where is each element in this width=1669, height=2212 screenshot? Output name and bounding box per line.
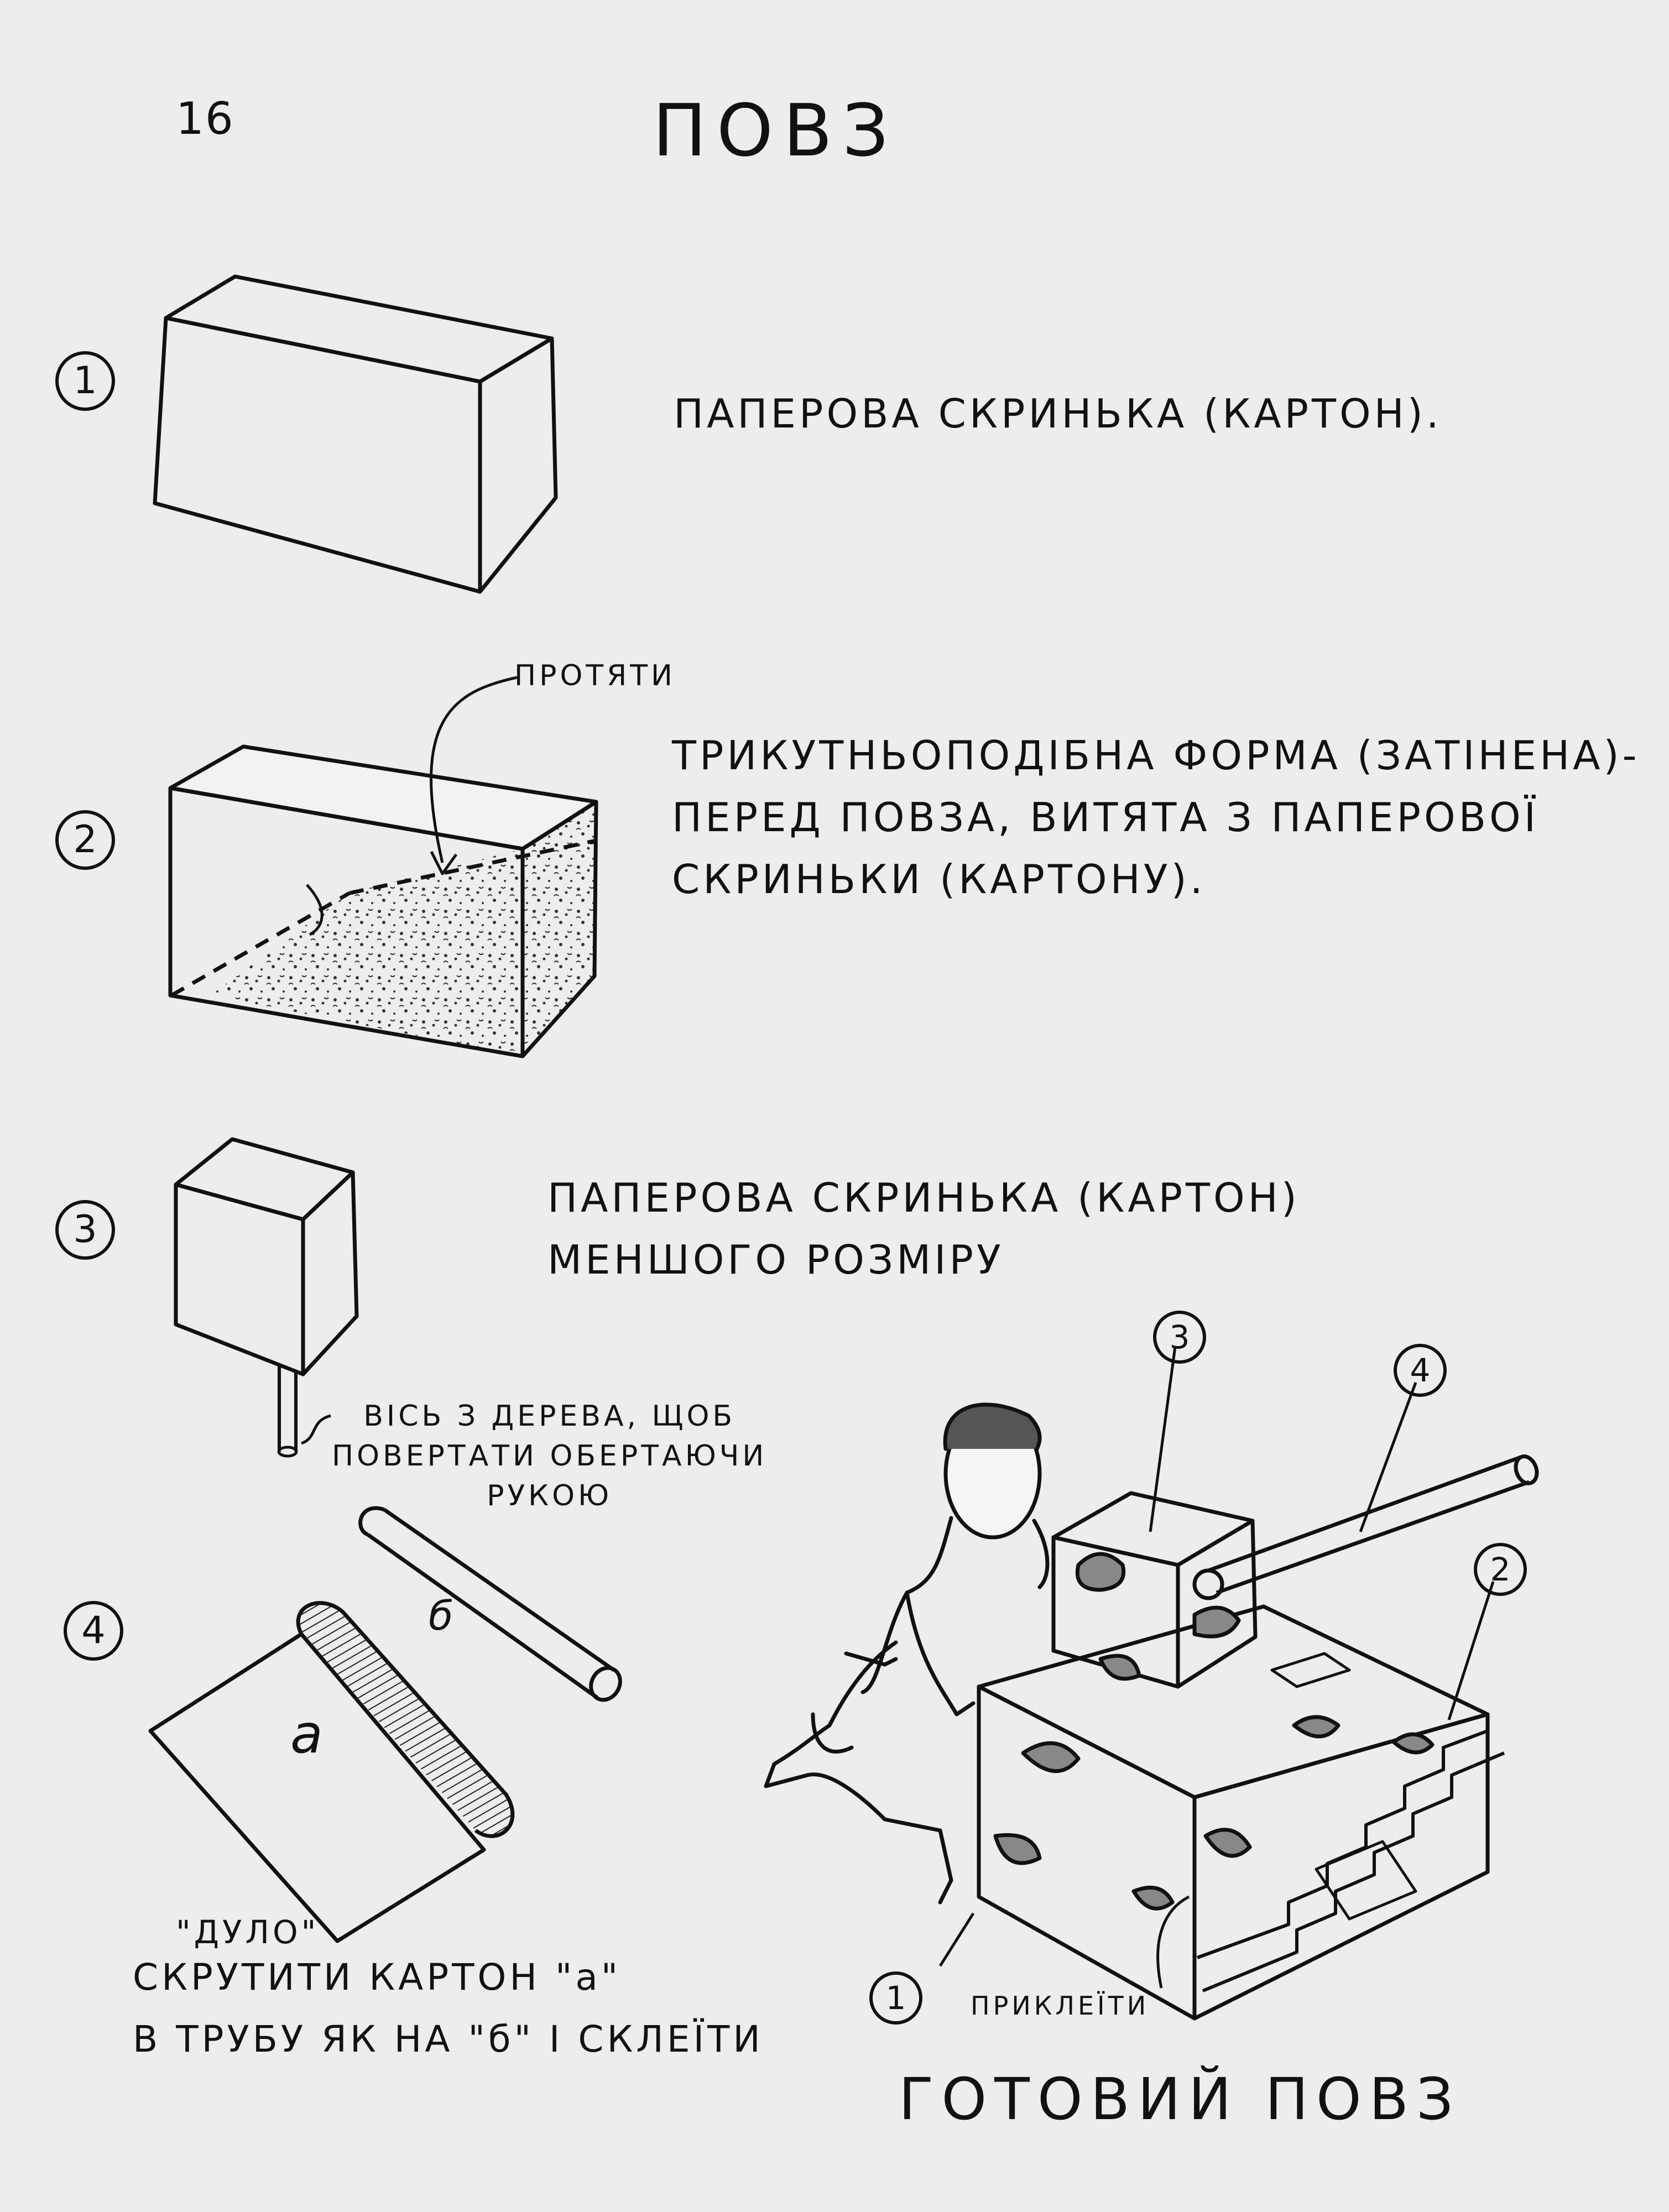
step-1-caption: ПАПЕРОВА СКРИНЬКА (КАРТОН). xyxy=(674,383,1442,445)
tank-part-1-marker: 1 xyxy=(869,1971,922,2025)
tank-part-3-marker: 3 xyxy=(1153,1311,1206,1364)
step-3-marker: 3 xyxy=(55,1200,115,1260)
caption-line: ПАПЕРОВА СКРИНЬКА (КАРТОН). xyxy=(674,390,1442,437)
cube-small-drawing xyxy=(174,1137,359,1458)
finished-tank-caption: ГОТОВИЙ ПОВЗ xyxy=(899,2065,1461,2133)
step-3-caption: ПАПЕРОВА СКРИНЬКА (КАРТОН) МЕНШОГО РОЗМІ… xyxy=(547,1167,1300,1291)
tank-part-4-marker: 4 xyxy=(1394,1344,1447,1397)
caption-line: ПЕРЕД ПОВЗА, ВИТЯТА З ПАПЕРОВОЇ xyxy=(672,794,1539,841)
instruction-line: СКРУТИТИ КАРТОН "a" xyxy=(133,1956,622,1999)
step-2-marker: 2 xyxy=(55,810,115,870)
tank-part-2-marker: 2 xyxy=(1474,1543,1527,1596)
step-4-marker: 4 xyxy=(64,1601,123,1661)
caption-line: ТРИКУТНЬОПОДІБНА ФОРМА (ЗАТІНЕНА)- xyxy=(672,732,1640,779)
axle-label-line: РУКОЮ xyxy=(487,1479,613,1512)
cube-large-drawing xyxy=(153,274,558,594)
tube-label-b: б xyxy=(429,1593,453,1639)
barrel-label: "ДУЛО" xyxy=(176,1913,320,1951)
glue-label: ПРИКЛЕЇТИ xyxy=(971,1991,1150,2021)
instruction-line: В ТРУБУ ЯК НА "б" І СКЛЕЇТИ xyxy=(133,2018,764,2060)
barrel-drawing xyxy=(148,1506,622,1943)
axle-label-line: ВІСЬ З ДЕРЕВА, ЩОБ xyxy=(363,1400,736,1433)
cut-box-drawing xyxy=(168,676,598,1058)
caption-line: СКРИНЬКИ (КАРТОНУ). xyxy=(672,856,1206,902)
sheet-label-a: a xyxy=(290,1703,323,1765)
step-2-caption: ТРИКУТНЬОПОДІБНА ФОРМА (ЗАТІНЕНА)- ПЕРЕД… xyxy=(672,724,1640,910)
caption-line: ПАПЕРОВА СКРИНЬКА (КАРТОН) xyxy=(547,1175,1300,1221)
axle-label-line: ПОВЕРТАТИ ОБЕРТАЮЧИ xyxy=(332,1439,768,1473)
finished-tank-drawing xyxy=(938,1346,1539,2021)
page-number: 16 xyxy=(176,93,234,144)
step-4-instruction: СКРУТИТИ КАРТОН "a" В ТРУБУ ЯК НА "б" І … xyxy=(133,1947,764,2070)
person-figure-drawing xyxy=(764,1402,1050,1905)
cut-label: ПРОТЯТИ xyxy=(514,659,676,692)
page-title: ПОВЗ xyxy=(653,88,899,173)
caption-line: МЕНШОГО РОЗМІРУ xyxy=(547,1237,1004,1283)
step-1-marker: 1 xyxy=(55,351,115,411)
axle-label: ВІСЬ З ДЕРЕВА, ЩОБ ПОВЕРТАТИ ОБЕРТАЮЧИ Р… xyxy=(332,1396,767,1516)
